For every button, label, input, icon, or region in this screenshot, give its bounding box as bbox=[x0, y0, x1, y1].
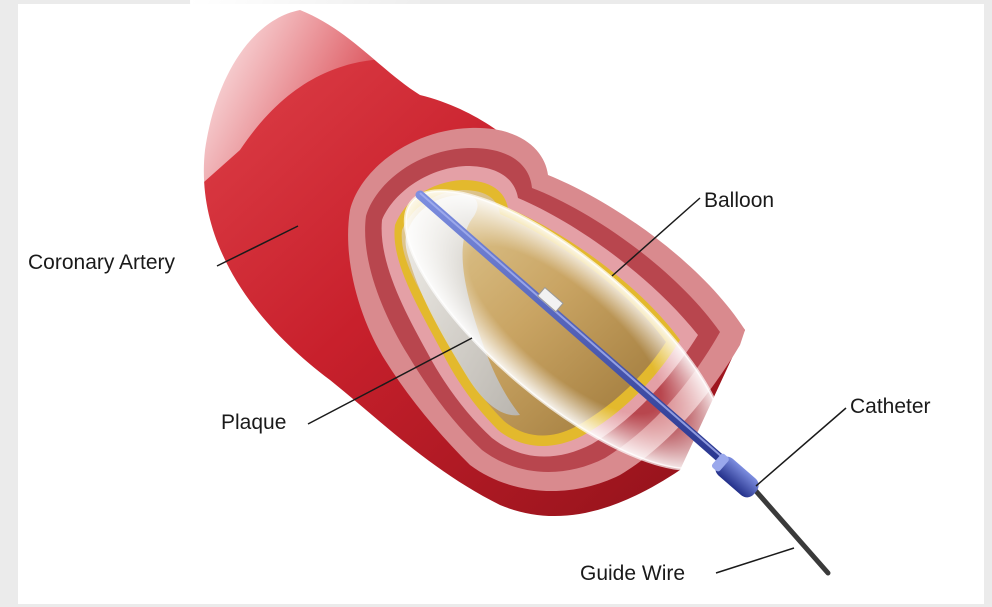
label-plaque: Plaque bbox=[221, 412, 286, 433]
label-guide-wire: Guide Wire bbox=[580, 563, 685, 584]
label-catheter: Catheter bbox=[850, 396, 931, 417]
label-balloon: Balloon bbox=[704, 190, 774, 211]
leader-catheter bbox=[756, 408, 846, 486]
guide-wire bbox=[755, 490, 828, 573]
label-coronary-artery: Coronary Artery bbox=[28, 252, 175, 273]
leader-guide-wire bbox=[716, 548, 794, 573]
